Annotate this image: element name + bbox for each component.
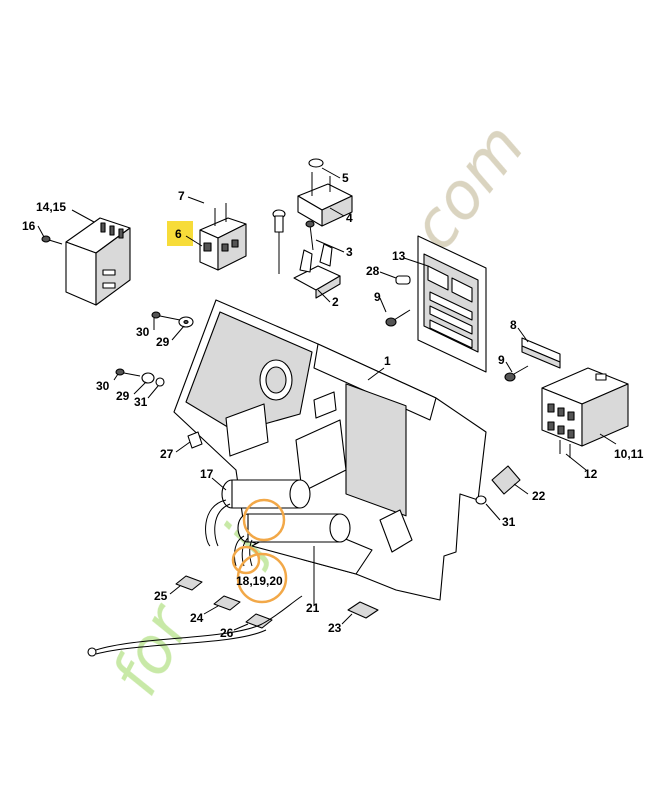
- callout-14-15: 14,15: [36, 200, 66, 214]
- part-washer-31b: [475, 495, 487, 505]
- callout-10-11: 10,11: [614, 447, 644, 461]
- watermark-text-right: .com: [384, 111, 539, 280]
- callout-31b: 31: [502, 515, 516, 529]
- part-spacer-28: [395, 275, 411, 285]
- callout-9a: 9: [374, 290, 381, 304]
- part-screw-16: [41, 235, 63, 245]
- highlight-part-6: [167, 221, 193, 246]
- part-thermostat-4: [297, 172, 353, 227]
- part-screw-9a: [385, 309, 411, 327]
- part-clip-25: [175, 575, 203, 591]
- callout-1: 1: [384, 354, 391, 368]
- callout-29b: 29: [116, 389, 130, 403]
- callout-17: 17: [200, 467, 214, 481]
- callout-22: 22: [532, 489, 546, 503]
- callout-18-19-20: 18,19,20: [236, 574, 283, 588]
- part-relay-box: [65, 217, 131, 306]
- part-clip-24: [213, 595, 241, 611]
- part-screw-30b: [115, 368, 141, 377]
- callout-23: 23: [328, 621, 342, 635]
- callout-5: 5: [342, 171, 349, 185]
- part-washer-31a: [155, 377, 165, 387]
- part-clip-23: [347, 601, 379, 619]
- callout-13: 13: [392, 249, 406, 263]
- callout-21: 21: [306, 601, 320, 615]
- callout-30a: 30: [136, 325, 150, 339]
- part-cap-22: [491, 465, 521, 495]
- callout-12: 12: [584, 467, 598, 481]
- part-sensor-bulb: [272, 209, 286, 274]
- callout-4: 4: [346, 211, 353, 225]
- part-washer-29b: [141, 372, 155, 384]
- callout-labels: 14,15 16 7 6 5 4 3 2 13 28 9 8 9 30 29 1…: [22, 171, 644, 640]
- part-circuit-board: [417, 235, 487, 373]
- leader-lines: [37, 167, 617, 631]
- callout-25: 25: [154, 589, 168, 603]
- callout-29a: 29: [156, 335, 170, 349]
- callout-30b: 30: [96, 379, 110, 393]
- callout-26: 26: [220, 626, 234, 640]
- part-screw-9b: [504, 365, 529, 382]
- callout-2: 2: [332, 295, 339, 309]
- part-washer-29a: [178, 316, 194, 328]
- callout-16: 16: [22, 219, 36, 233]
- part-clip-5: [308, 158, 324, 168]
- part-screw-3: [305, 220, 315, 251]
- callout-27: 27: [160, 447, 174, 461]
- callout-24: 24: [190, 611, 204, 625]
- part-screw-27: [187, 431, 203, 449]
- part-ground-cable: [87, 595, 303, 657]
- highlight-terminals-circle: [231, 545, 261, 575]
- highlight-label-circle: [236, 552, 288, 604]
- part-screw-30a: [151, 311, 181, 321]
- callout-3: 3: [346, 245, 353, 259]
- callout-28: 28: [366, 264, 380, 278]
- part-din-rail: [521, 337, 561, 369]
- highlight-capacitor-circle: [242, 498, 286, 542]
- part-bracket-2: [293, 243, 341, 299]
- callout-8: 8: [510, 318, 517, 332]
- callout-7: 7: [178, 189, 185, 203]
- part-capacitor-17: [205, 479, 311, 547]
- callout-31a: 31: [134, 395, 148, 409]
- part-contactor: [541, 367, 629, 458]
- part-switch: [199, 203, 247, 271]
- callout-6: 6: [175, 227, 182, 241]
- callout-9b: 9: [498, 353, 505, 367]
